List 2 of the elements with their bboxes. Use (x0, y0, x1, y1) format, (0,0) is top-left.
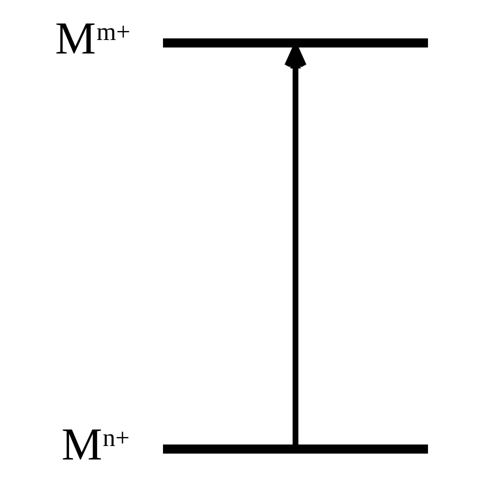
node-label: M$^{m+}$ (54, 12, 130, 64)
node-label: M$^{n+}$ (60, 418, 130, 470)
